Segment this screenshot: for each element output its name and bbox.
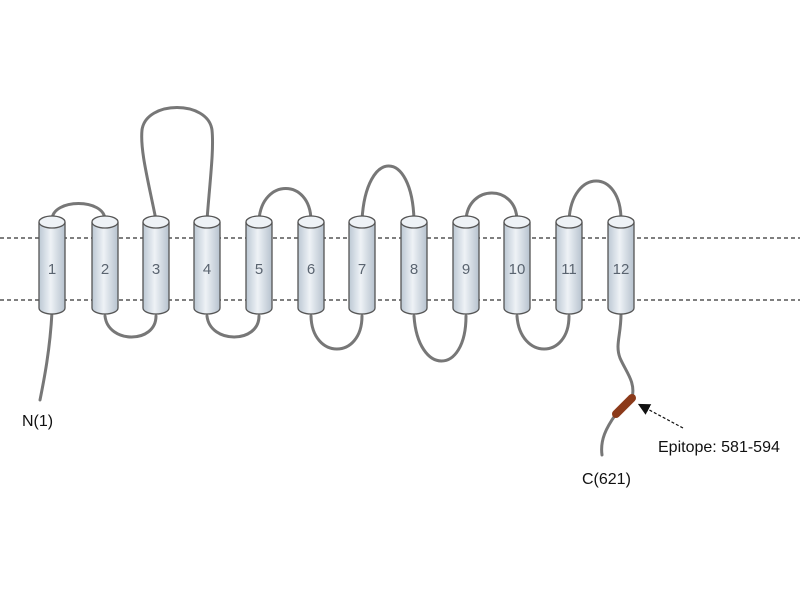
helix-2-cap — [91, 215, 119, 229]
helix-8-cap — [400, 215, 428, 229]
chain-loop-9-10 — [464, 191, 519, 222]
helix-2-label: 2 — [101, 261, 109, 278]
helix-1-cap — [38, 215, 66, 229]
epitope-segment — [612, 394, 636, 418]
helix-11-cap — [555, 215, 583, 229]
helix-3-cap — [142, 215, 170, 229]
helix-10-label: 10 — [509, 261, 526, 278]
chain-loop-4-5 — [205, 314, 261, 339]
helix-8: 8 — [400, 215, 428, 315]
chain-loop-7-8 — [360, 164, 416, 222]
helix-6-label: 6 — [307, 261, 315, 278]
chain-loop-2-3 — [103, 314, 158, 339]
helix-5: 5 — [245, 215, 273, 315]
helix-9-cap — [452, 215, 480, 229]
helix-11-label: 11 — [561, 261, 577, 278]
helix-7-label: 7 — [358, 261, 366, 278]
helix-7-body — [348, 222, 376, 315]
helix-9: 9 — [452, 215, 480, 315]
helix-1: 1 — [38, 215, 66, 315]
helix-5-label: 5 — [255, 261, 263, 278]
helix-4-body — [193, 222, 221, 315]
chain-loop-1-2 — [50, 202, 107, 222]
polypeptide-chain — [38, 106, 635, 457]
helix-3: 3 — [142, 215, 170, 315]
helix-7-cap — [348, 215, 376, 229]
helix-6: 6 — [297, 215, 325, 315]
helix-4: 4 — [193, 215, 221, 315]
epitope-label: Epitope: 581-594 — [658, 439, 780, 456]
helix-1-label: 1 — [48, 261, 56, 278]
c-terminus-label: C(621) — [582, 471, 631, 488]
helix-6-body — [297, 222, 325, 315]
chain-loop-10-11 — [515, 314, 571, 351]
helix-9-body — [452, 222, 480, 315]
helix-11-body — [555, 222, 583, 315]
helix-10: 10 — [503, 215, 531, 315]
chain-c-tail — [600, 312, 635, 457]
helix-4-label: 4 — [203, 261, 211, 278]
helix-1-body — [38, 222, 66, 315]
helix-9-label: 9 — [462, 261, 470, 278]
helix-12-cap — [607, 215, 635, 229]
helix-12-label: 12 — [613, 261, 630, 278]
helix-2: 2 — [91, 215, 119, 315]
epitope-arrow — [637, 403, 684, 429]
helix-2-body — [91, 222, 119, 315]
chain-loop-3-4 — [140, 106, 215, 222]
helix-10-cap — [503, 215, 531, 229]
n-terminus-label: N(1) — [22, 413, 53, 430]
helix-5-cap — [245, 215, 273, 229]
helix-4-cap — [193, 215, 221, 229]
helix-8-label: 8 — [410, 261, 418, 278]
helix-12-body — [607, 222, 635, 315]
chain-loop-11-12 — [567, 179, 623, 222]
chain-loop-6-7 — [309, 314, 364, 351]
helix-3-body — [142, 222, 170, 315]
helix-11: 11 — [555, 215, 583, 315]
helix-5-body — [245, 222, 273, 315]
helix-3-label: 3 — [152, 261, 160, 278]
helix-12: 12 — [607, 215, 635, 315]
chain-n-tail — [38, 310, 54, 402]
helix-7: 7 — [348, 215, 376, 315]
helix-6-cap — [297, 215, 325, 229]
helix-8-body — [400, 222, 428, 315]
chain-loop-5-6 — [257, 187, 313, 222]
helix-10-body — [503, 222, 531, 315]
chain-loop-8-9 — [412, 314, 468, 363]
